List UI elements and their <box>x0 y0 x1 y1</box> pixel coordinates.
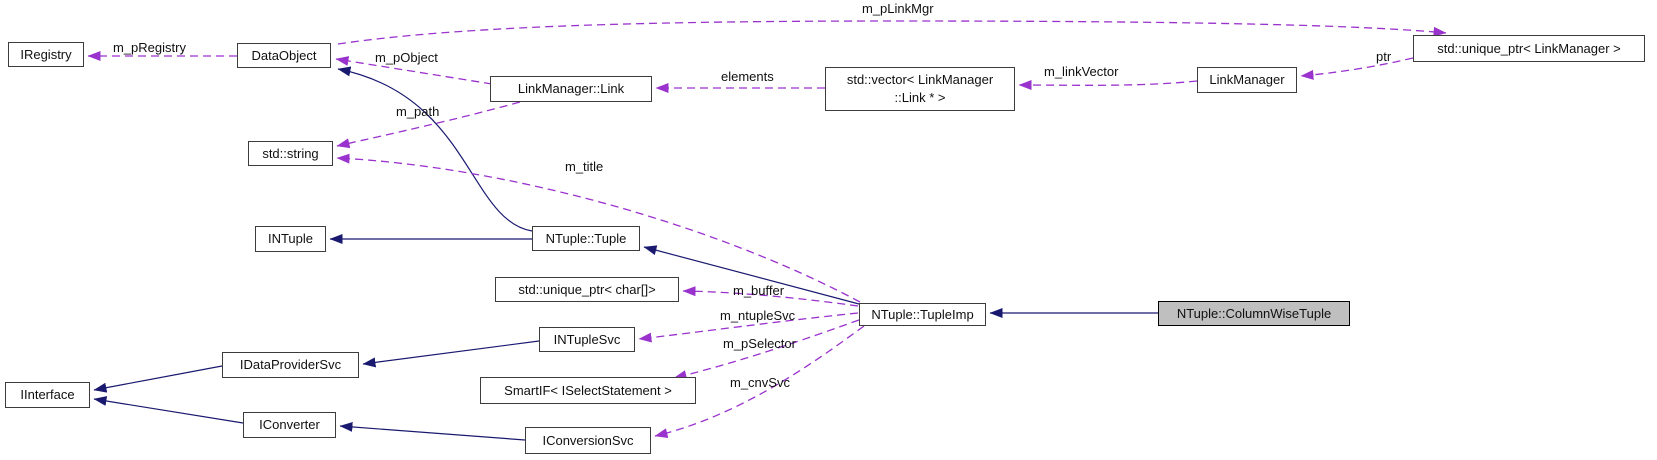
edge-member-m-plinkmgr <box>337 20 1447 45</box>
edge-inherit-tupleimp-to-ntuple-tuple <box>643 245 860 305</box>
edge-label-m-pselector: m_pSelector <box>723 336 796 351</box>
node-intuplesvc[interactable]: INTupleSvc <box>539 327 635 352</box>
node-std-unique-ptr-linkmanager[interactable]: std::unique_ptr< LinkManager > <box>1413 35 1645 62</box>
node-std-unique-ptr-char[interactable]: std::unique_ptr< char[]> <box>495 277 679 302</box>
edge-inherit-iconverter-to-iinterface <box>93 396 244 424</box>
edge-member-m-cnvsvc <box>654 325 865 438</box>
node-intuple[interactable]: INTuple <box>255 226 326 252</box>
edge-label-m-buffer: m_buffer <box>733 283 785 298</box>
edge-label-m-path: m_path <box>396 104 440 119</box>
edge-member-m-ntuplesvc <box>638 312 859 343</box>
edge-label-ptr: ptr <box>1376 49 1392 64</box>
edge-label-m-pregistry: m_pRegistry <box>113 40 186 55</box>
node-linkmanager[interactable]: LinkManager <box>1197 67 1297 93</box>
edge-label-m-ntuplesvc: m_ntupleSvc <box>720 308 796 323</box>
node-linkmanager-link[interactable]: LinkManager::Link <box>490 76 652 102</box>
node-ntuple-tupleimp[interactable]: NTuple::TupleImp <box>859 303 986 326</box>
edge-inherit-iconversionsvc-to-iconverter <box>339 421 526 441</box>
node-iconversionsvc[interactable]: IConversionSvc <box>525 427 651 454</box>
node-ntuple-tuple[interactable]: NTuple::Tuple <box>532 226 640 251</box>
edge-member-m-title <box>336 153 861 303</box>
edge-label-elements: elements <box>721 69 774 84</box>
edge-inherit-intuplesvc-to-idataprovidersvc <box>362 340 540 368</box>
edge-label-m-linkvector: m_linkVector <box>1044 64 1119 79</box>
node-smartif-iselectstatement[interactable]: SmartIF< ISelectStatement > <box>480 377 696 404</box>
edge-inherit-ntuple-tuple-to-dataobject <box>337 66 533 232</box>
edge-member-m-pobject <box>335 56 493 85</box>
edge-label-m-plinkmgr: m_pLinkMgr <box>862 1 934 16</box>
node-iinterface[interactable]: IInterface <box>5 382 90 408</box>
edge-label-m-cnvsvc: m_cnvSvc <box>730 375 790 390</box>
edge-label-m-title: m_title <box>565 159 604 174</box>
node-dataobject[interactable]: DataObject <box>237 43 331 68</box>
node-iconverter[interactable]: IConverter <box>243 412 336 438</box>
edge-label-m-pobject: m_pObject <box>375 50 438 65</box>
edge-member-m-pselector <box>673 319 860 380</box>
node-ntuple-columnwisetuple: NTuple::ColumnWiseTuple <box>1158 301 1350 326</box>
node-std-string[interactable]: std::string <box>248 141 333 166</box>
edge-member-ptr <box>1300 57 1414 80</box>
node-idataprovidersvc[interactable]: IDataProviderSvc <box>222 352 359 378</box>
edge-member-m-linkvector <box>1018 80 1198 91</box>
node-iregistry[interactable]: IRegistry <box>8 42 84 67</box>
edge-inherit-idataprovidersvc-to-iinterface <box>93 365 223 393</box>
node-std-vector-linkmanager-link[interactable]: std::vector< LinkManager ::Link * > <box>825 67 1015 111</box>
